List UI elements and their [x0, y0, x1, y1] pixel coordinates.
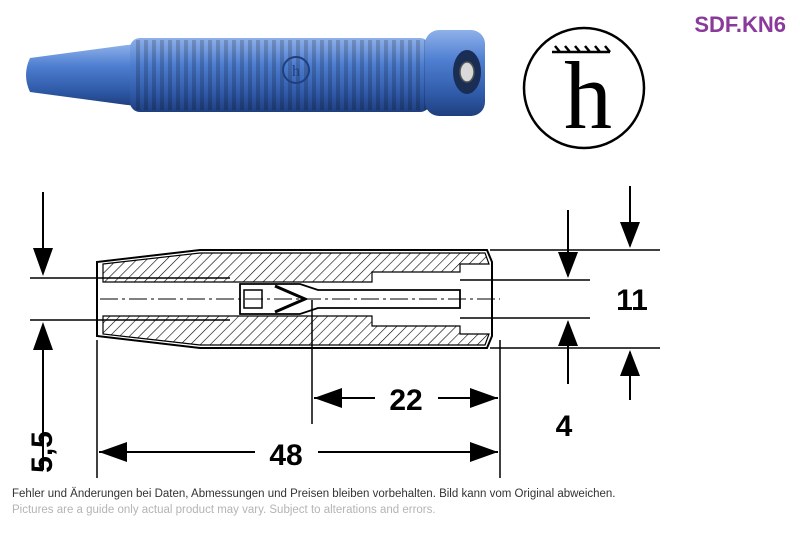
label-dimension-11: 11 [616, 284, 648, 317]
svg-text:h: h [292, 63, 300, 80]
label-dimension-22: 22 [389, 384, 422, 417]
dimension-48 [99, 442, 498, 462]
plug-tip [26, 44, 135, 106]
dimension-5-5 [33, 192, 53, 470]
product-code: SDF.KN6 [694, 12, 786, 37]
label-dimension-48: 48 [269, 439, 302, 472]
plug-ribs [135, 40, 430, 110]
socket-contact [459, 61, 475, 83]
hirschmann-h-logo-icon: h [522, 26, 646, 150]
housing-wall-bottom [102, 315, 490, 346]
label-dimension-4: 4 [556, 410, 573, 443]
dimension-11 [620, 186, 640, 400]
product-photo: h [26, 30, 485, 116]
disclaimer-german: Fehler und Änderungen bei Daten, Abmessu… [12, 488, 616, 500]
label-dimension-5-5: 5,5 [26, 431, 59, 473]
technical-drawing [30, 186, 660, 478]
dimension-4 [558, 210, 578, 384]
disclaimer-english: Pictures are a guide only actual product… [12, 504, 436, 516]
housing-wall-top [102, 252, 490, 283]
hirschmann-logo-emboss: h [282, 56, 310, 84]
svg-text:h: h [564, 42, 612, 149]
dimension-22 [314, 388, 498, 408]
